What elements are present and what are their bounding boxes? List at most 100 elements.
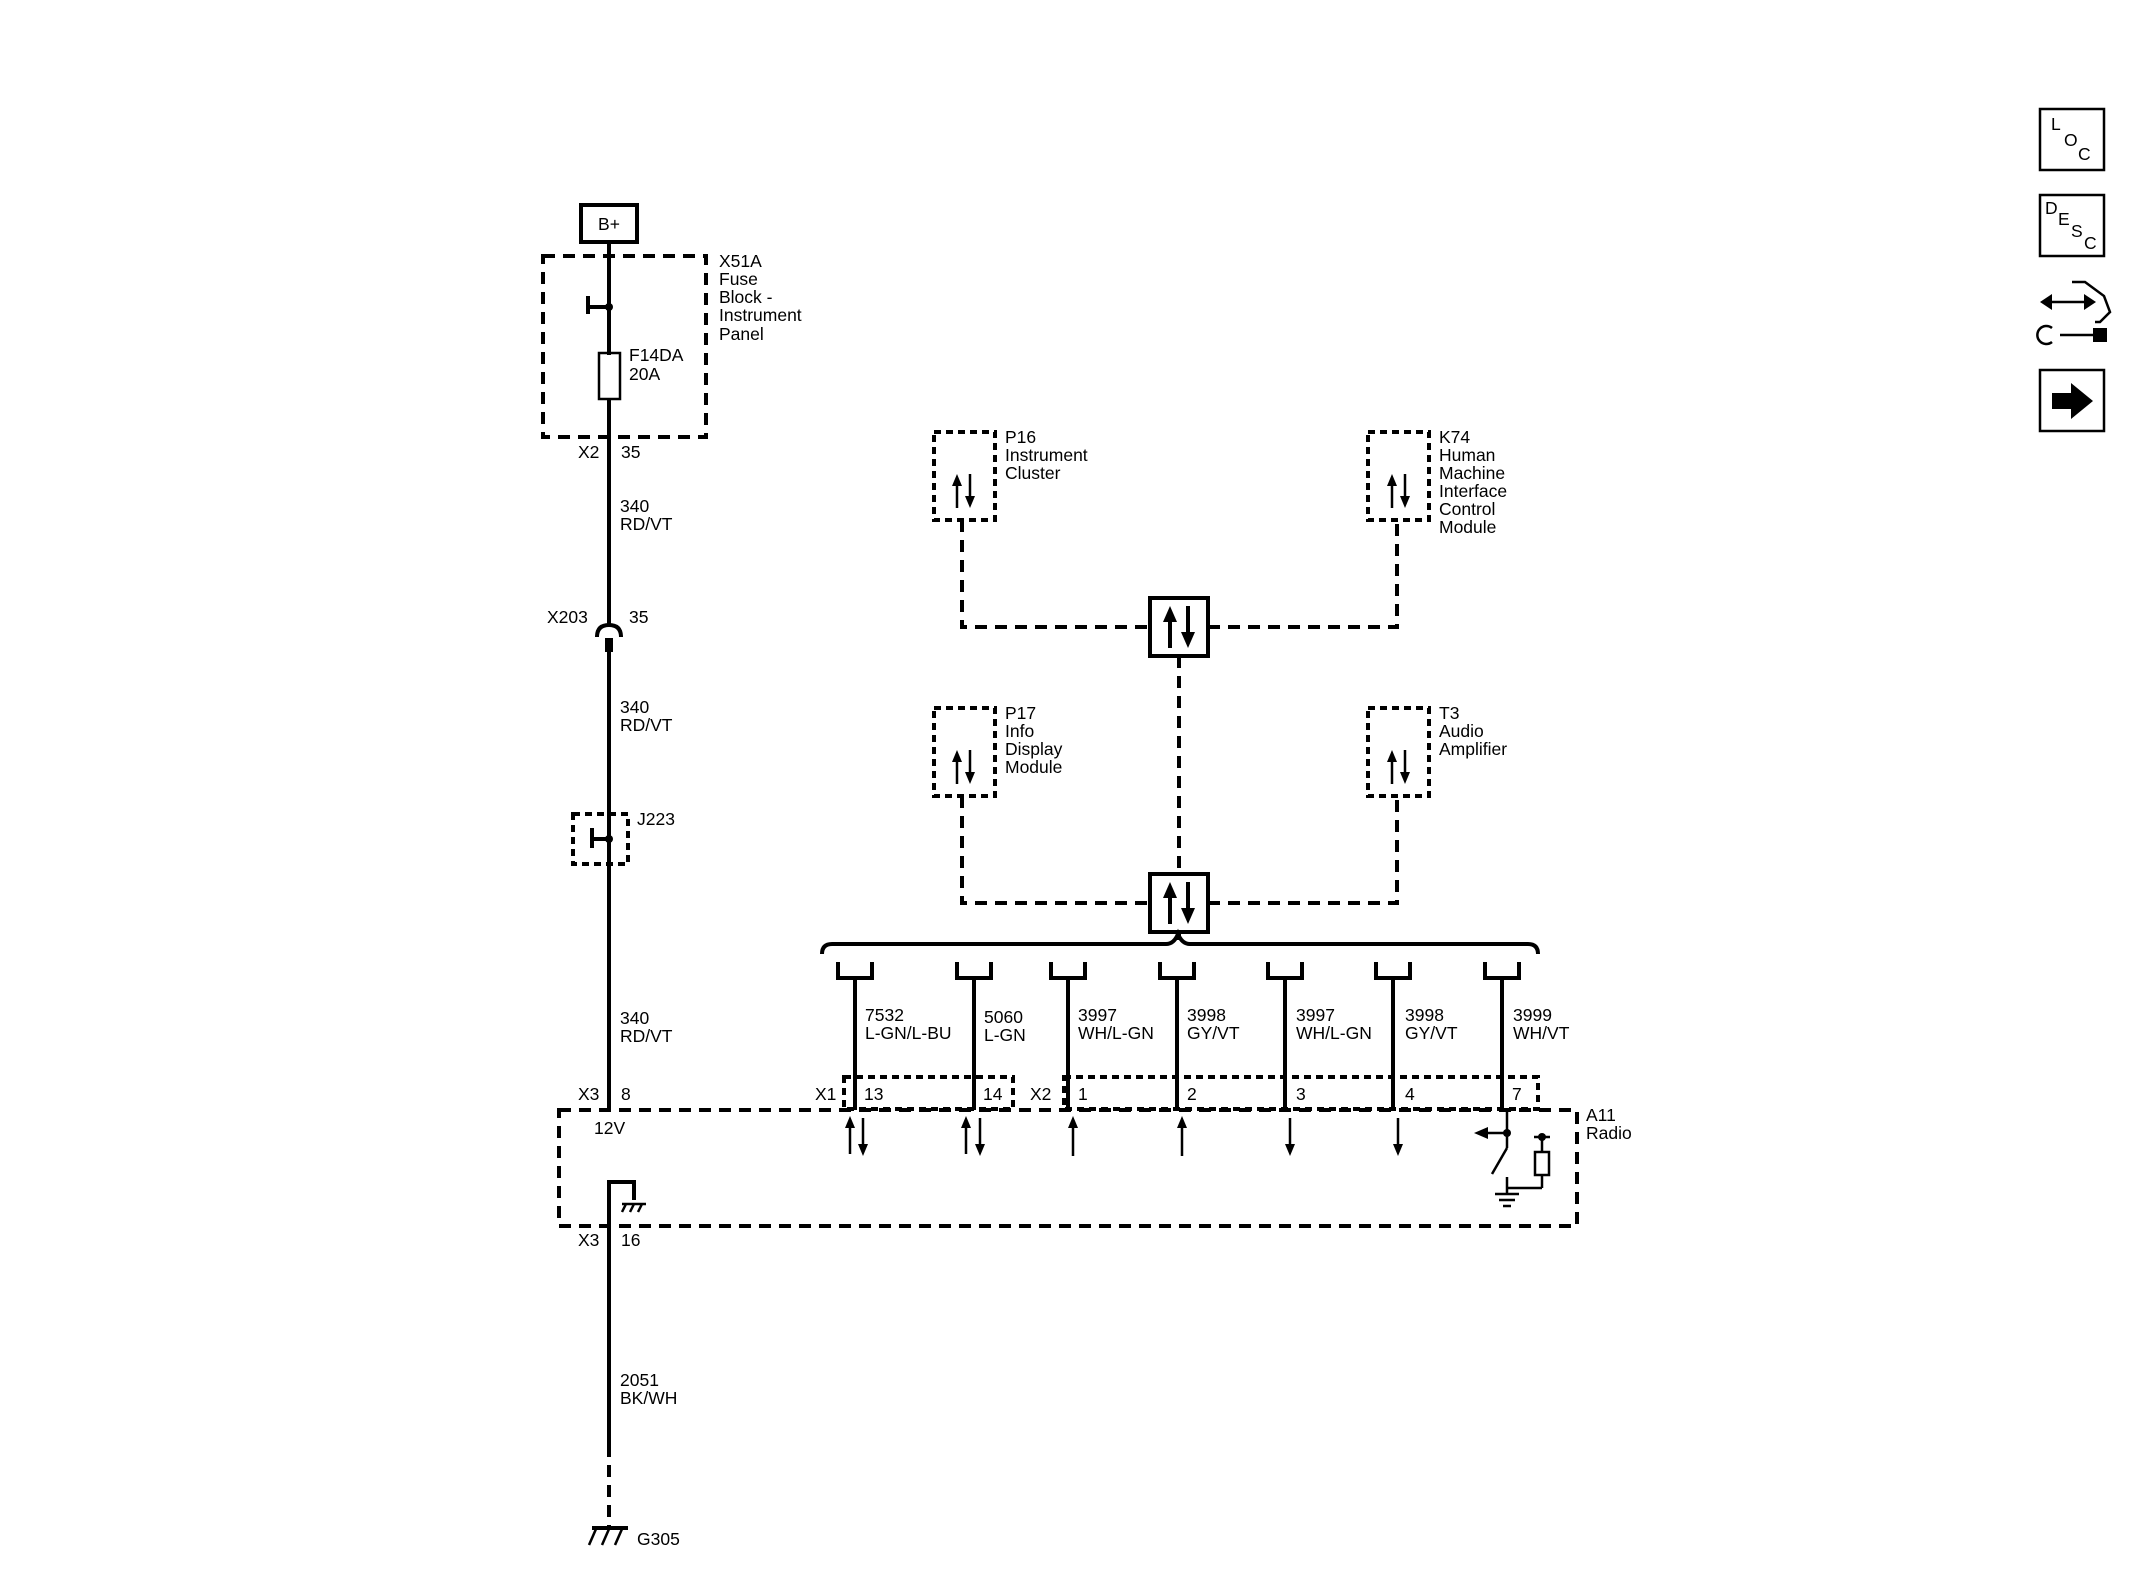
k74-name-4: Control <box>1439 499 1495 519</box>
desc-letter-c: C <box>2084 233 2097 253</box>
connector-x2-label: X2 <box>1030 1084 1051 1104</box>
pin-14-number: 14 <box>983 1084 1003 1104</box>
k74-name-5: Module <box>1439 517 1496 537</box>
wire1-color: RD/VT <box>620 514 673 534</box>
connector-service-button[interactable] <box>2036 280 2112 346</box>
pin-7-wire: 3999 WH/VT 7 <box>1483 962 1570 1110</box>
pin-7-color: WH/VT <box>1513 1023 1570 1043</box>
pin-3-wire: 3997 WH/L-GN 3 <box>1266 962 1372 1110</box>
pin-4-circuit: 3998 <box>1405 1005 1444 1025</box>
pin-3-output-arrow <box>1285 1118 1295 1156</box>
fuse-block-pin: 35 <box>621 442 640 462</box>
pin-14-bidir-arrows <box>961 1116 985 1156</box>
ground-wire-color: BK/WH <box>620 1388 677 1408</box>
ground-g305-icon <box>587 1526 628 1546</box>
p16-name-2: Cluster <box>1005 463 1061 483</box>
network-lines <box>960 520 1399 940</box>
pin-2-number: 2 <box>1187 1084 1197 1104</box>
fuse-block-name-4: Panel <box>719 324 764 344</box>
ground-ref: G305 <box>637 1529 680 1549</box>
wire2-circuit: 340 <box>620 697 649 717</box>
pin-13-bidir-arrows <box>845 1116 868 1156</box>
wire2-color: RD/VT <box>620 715 673 735</box>
fuse-ref: F14DA <box>629 345 684 365</box>
p17-name-1: Info <box>1005 721 1034 741</box>
inline-connector-x203: X203 35 <box>547 607 648 652</box>
p16-ref: P16 <box>1005 427 1036 447</box>
fuse-block-name-1: Fuse <box>719 269 758 289</box>
fuse-block-name-3: Instrument <box>719 305 802 325</box>
pin-4-color: GY/VT <box>1405 1023 1458 1043</box>
pin-1-color: WH/L-GN <box>1078 1023 1154 1043</box>
fuse-block-x51a: X51A Fuse Block - Instrument Panel F14DA… <box>541 242 802 462</box>
pin-4-output-arrow <box>1393 1118 1403 1156</box>
k74-ref: K74 <box>1439 427 1470 447</box>
k74-name-1: Human <box>1439 445 1495 465</box>
fuse-block-connector: X2 <box>578 442 599 462</box>
location-view-button[interactable]: L O C <box>2038 107 2106 172</box>
pin-14-color: L-GN <box>984 1025 1026 1045</box>
battery-label: B+ <box>598 214 620 234</box>
fuse-rating: 20A <box>629 364 660 384</box>
pin-3-color: WH/L-GN <box>1296 1023 1372 1043</box>
radio-power-connector: X3 <box>578 1084 599 1104</box>
pin-1-circuit: 3997 <box>1078 1005 1117 1025</box>
module-p16: P16 Instrument Cluster <box>932 427 1088 522</box>
wire-340-middle: 340 RD/VT <box>607 652 673 812</box>
desc-letter-e: E <box>2058 209 2070 229</box>
pin-7-number: 7 <box>1512 1084 1522 1104</box>
radio-power-pin: 8 <box>621 1084 631 1104</box>
network-junction-upper <box>1148 596 1210 658</box>
loc-letter-c: C <box>2078 144 2091 164</box>
resistor-icon <box>1533 1150 1551 1177</box>
fuse-block-ref: X51A <box>719 251 762 271</box>
pin-14-circuit: 5060 <box>984 1007 1023 1027</box>
pin-3-circuit: 3997 <box>1296 1005 1335 1025</box>
radio-name: Radio <box>1586 1123 1632 1143</box>
arrow-right-icon <box>2052 383 2093 419</box>
splice-j223: J223 <box>571 809 675 866</box>
ground-wire-circuit: 2051 <box>620 1370 659 1390</box>
pin-13-number: 13 <box>864 1084 883 1104</box>
pin-7-switch-circuit <box>1474 1108 1551 1208</box>
description-view-button[interactable]: D E S C <box>2038 193 2106 258</box>
fuse-block-name-2: Block - <box>719 287 773 307</box>
radio-pin-wires: 7532 L-GN/L-BU 13 5060 L-GN 14 3997 WH/L… <box>820 928 1570 1110</box>
pin-2-wire: 3998 GY/VT 2 <box>1158 962 1240 1110</box>
pin-14-wire: 5060 L-GN 14 <box>955 962 1026 1110</box>
wire1-circuit: 340 <box>620 496 649 516</box>
inline-connector-pin: 35 <box>629 607 648 627</box>
fuse-f14da-icon <box>597 351 622 401</box>
wire3-circuit: 340 <box>620 1008 649 1028</box>
splice-ref: J223 <box>637 809 675 829</box>
radio-a11: A11 Radio X1 X2 <box>557 1075 1632 1228</box>
k74-name-3: Interface <box>1439 481 1507 501</box>
module-t3: T3 Audio Amplifier <box>1366 703 1507 798</box>
pin-7-circuit: 3999 <box>1513 1005 1552 1025</box>
radio-ground-connector: X3 <box>578 1230 599 1250</box>
p17-ref: P17 <box>1005 703 1036 723</box>
inline-connector-ref: X203 <box>547 607 588 627</box>
pin-13-wire: 7532 L-GN/L-BU 13 <box>836 962 952 1110</box>
battery-symbol: B+ <box>579 203 639 244</box>
t3-ref: T3 <box>1439 703 1459 723</box>
p17-name-3: Module <box>1005 757 1062 777</box>
pin-13-color: L-GN/L-BU <box>865 1023 952 1043</box>
k74-name-2: Machine <box>1439 463 1505 483</box>
t3-name-2: Amplifier <box>1439 739 1507 759</box>
wire-340-lower: 340 RD/VT X3 8 12V <box>578 864 673 1138</box>
next-page-button[interactable] <box>2038 368 2106 433</box>
ground-circuit: X3 16 2051 BK/WH G305 <box>578 1226 680 1549</box>
desc-letter-d: D <box>2045 198 2058 218</box>
radio-power-voltage: 12V <box>594 1118 625 1138</box>
pin-1-number: 1 <box>1078 1084 1088 1104</box>
connector-x1-label: X1 <box>815 1084 836 1104</box>
pin-1-wire: 3997 WH/L-GN 1 <box>1049 962 1154 1110</box>
wire-340-upper: 340 RD/VT <box>607 437 673 624</box>
loc-letter-o: O <box>2064 130 2078 150</box>
network-junction-lower <box>1148 872 1210 934</box>
connector-x2-shell <box>1062 1075 1540 1111</box>
t3-name-1: Audio <box>1439 721 1484 741</box>
pin-13-circuit: 7532 <box>865 1005 904 1025</box>
